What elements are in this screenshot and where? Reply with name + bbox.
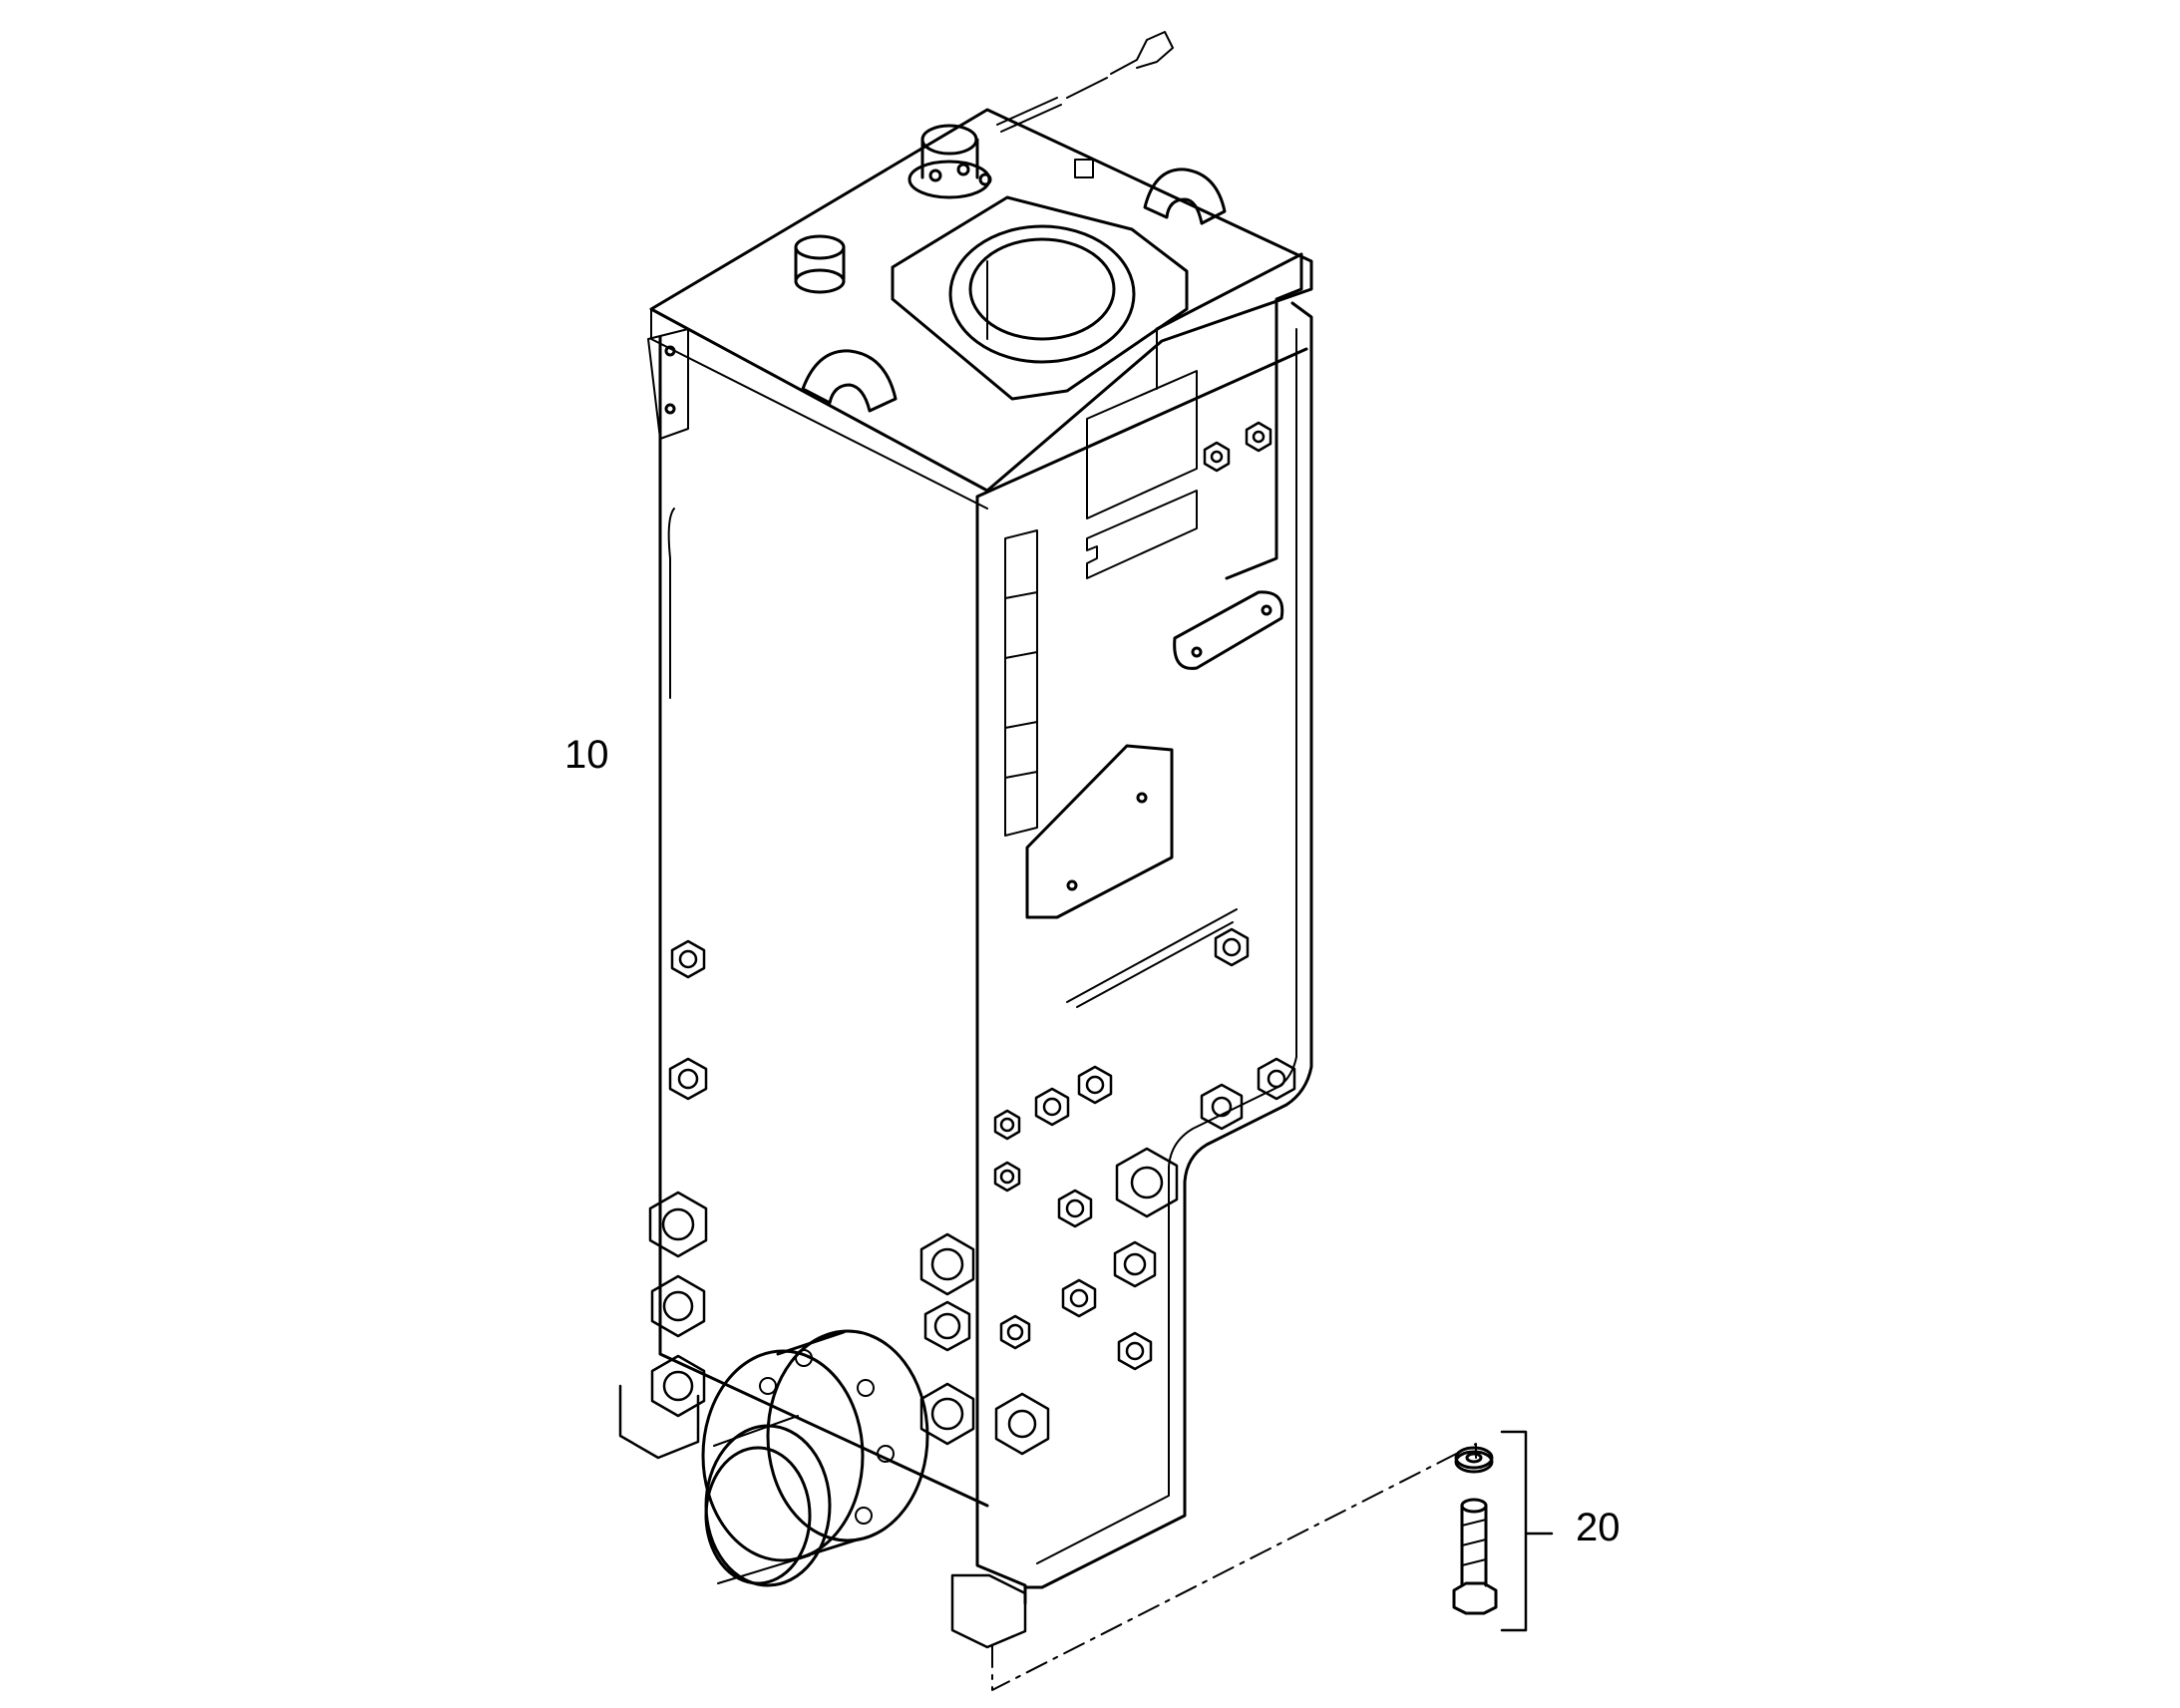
hex-fittings bbox=[648, 421, 1296, 1456]
bracket-20 bbox=[1500, 1430, 1554, 1632]
oval-cover-plate bbox=[1173, 590, 1284, 670]
callout-20: 20 bbox=[1576, 1506, 1621, 1549]
level-sender-unit bbox=[908, 31, 1174, 199]
clip-bracket bbox=[1086, 490, 1198, 579]
lifting-eye-front bbox=[801, 349, 898, 413]
outlet-flange bbox=[701, 1329, 929, 1587]
filler-neck-flange bbox=[891, 195, 1189, 401]
left-bracket bbox=[647, 328, 689, 440]
tank-front-face bbox=[975, 347, 1308, 1605]
top-boss bbox=[794, 234, 846, 294]
foot-left bbox=[618, 1384, 700, 1460]
washer-icon bbox=[1454, 1446, 1494, 1474]
gusset-block bbox=[1025, 744, 1174, 919]
tank-assembly bbox=[647, 31, 1313, 1605]
foot-right bbox=[950, 1573, 1027, 1649]
hinge-strip bbox=[1004, 529, 1038, 837]
lifting-eye-rear bbox=[1143, 168, 1227, 225]
right-flange bbox=[1023, 301, 1313, 1589]
leader-dashdot bbox=[991, 1443, 1477, 1691]
tank-left-face bbox=[658, 335, 989, 1508]
bolt-washer-set bbox=[991, 1430, 1554, 1691]
bolt-icon bbox=[1452, 1498, 1498, 1615]
callout-10: 10 bbox=[564, 733, 609, 777]
